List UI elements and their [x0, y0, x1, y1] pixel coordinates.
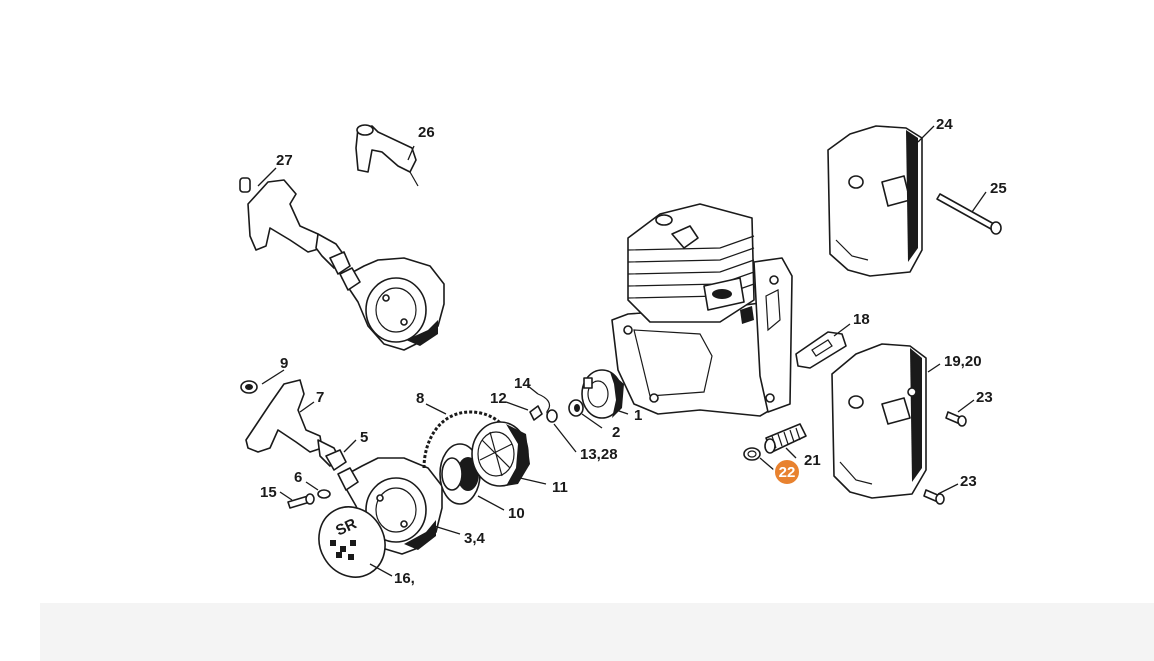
part-24-muffler [827, 125, 923, 277]
part-25-bolt [936, 193, 1002, 235]
callout-8: 8 [416, 390, 424, 407]
part-12-pawl [529, 405, 543, 421]
callout-12: 12 [490, 390, 507, 407]
part-2-nut [568, 399, 584, 417]
callout-22-highlight: 22 [773, 458, 801, 486]
callout-27: 27 [276, 152, 293, 169]
engine-block [611, 203, 793, 417]
callout-1: 1 [634, 407, 642, 424]
callout-18: 18 [853, 311, 870, 328]
callout-24: 24 [936, 116, 953, 133]
part-1-pawl-carrier [581, 369, 624, 419]
callout-16: 16, [394, 570, 415, 587]
part-5-grommet [325, 449, 347, 471]
callout-6: 6 [294, 469, 302, 486]
part-9-cap [240, 380, 258, 394]
part-11-rope-rotor [471, 421, 530, 487]
callout-10: 10 [508, 505, 525, 522]
callout-25: 25 [990, 180, 1007, 197]
callout-3-4: 3,4 [464, 530, 486, 547]
part-13-28-washer [546, 409, 558, 423]
callout-15: 15 [260, 484, 277, 501]
part-16-cover-disc: SR [318, 506, 386, 578]
callout-22: 22 [779, 464, 796, 481]
part-21-screen [764, 423, 807, 454]
part-23-screw-lower [923, 489, 945, 505]
footer-band [40, 603, 1154, 661]
callout-13-28: 13,28 [580, 446, 618, 463]
callout-19-20: 19,20 [944, 353, 982, 370]
part-23-screw-upper [945, 411, 967, 427]
callout-14: 14 [514, 375, 531, 392]
part-27-handle [239, 177, 351, 275]
part-18-gasket [795, 331, 847, 369]
part-3-4-starter-housing [337, 457, 443, 555]
callout-23-upper: 23 [976, 389, 993, 406]
part-22-clip [743, 447, 761, 461]
part-19-20-muffler [831, 343, 927, 499]
part-15-screw [287, 493, 315, 509]
callout-11: 11 [552, 479, 568, 496]
part-26-throttle-handle [355, 124, 419, 187]
callout-5: 5 [360, 429, 368, 446]
callout-26: 26 [418, 124, 435, 141]
callout-7: 7 [316, 389, 324, 406]
leader-lines [257, 125, 987, 577]
callout-labels: 26 27 24 25 18 19,20 23 23 21 22 9 7 5 6… [260, 116, 1007, 587]
part-7-handle [245, 379, 341, 467]
callout-2: 2 [612, 424, 620, 441]
callout-23-lower: 23 [960, 473, 977, 490]
part-6-washer [317, 489, 331, 499]
callout-21: 21 [804, 452, 821, 469]
upper-starter-housing [339, 257, 445, 351]
callout-9: 9 [280, 355, 288, 372]
